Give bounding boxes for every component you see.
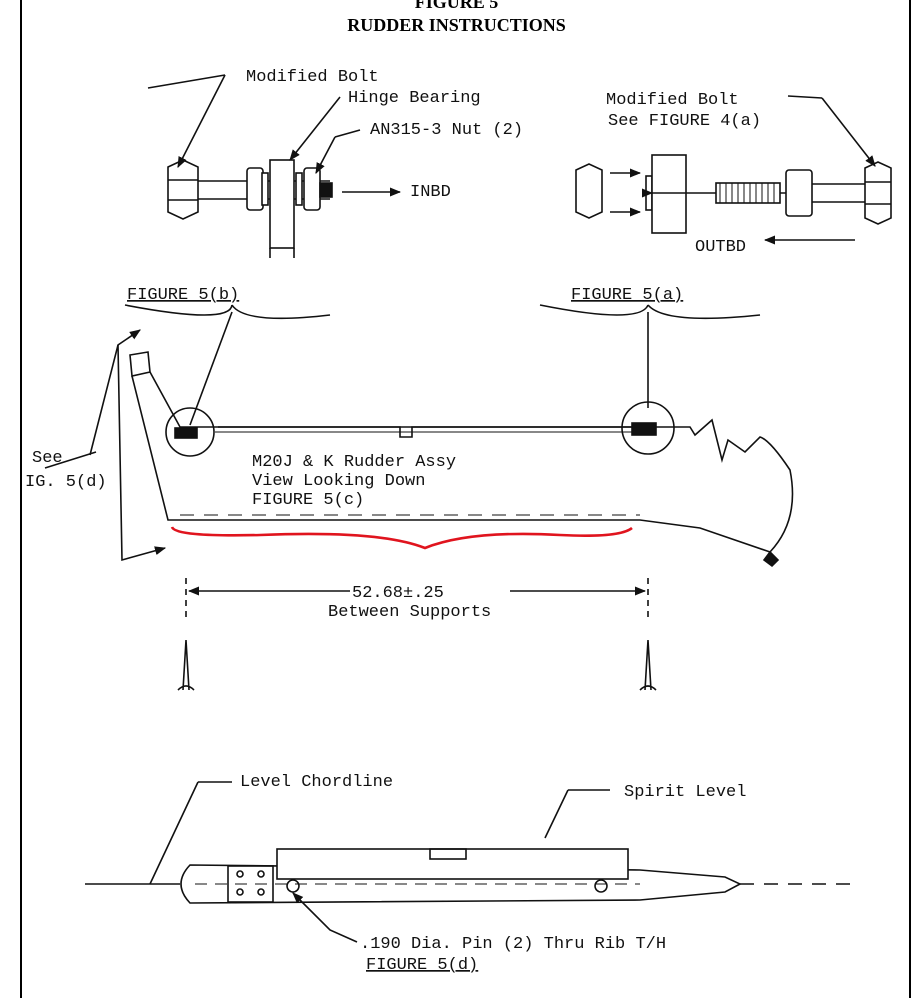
outbd-label: OUTBD bbox=[695, 238, 746, 257]
rudder-assembly bbox=[44, 304, 794, 568]
red-brace-highlight bbox=[170, 526, 633, 550]
figure-5c-label: FIGURE 5(c) bbox=[252, 491, 364, 510]
outboard-bolt-assembly bbox=[575, 95, 892, 245]
brace-fig5a bbox=[539, 304, 649, 316]
hinge-bearing-label: Hinge Bearing bbox=[348, 89, 481, 108]
figure-5a-label: FIGURE 5(a) bbox=[571, 286, 683, 305]
pin-right bbox=[594, 879, 608, 893]
spirit-level bbox=[276, 848, 629, 880]
inbd-label: INBD bbox=[410, 183, 451, 202]
see-figure-4a-label: See FIGURE 4(a) bbox=[608, 112, 761, 131]
level-vial bbox=[429, 848, 467, 860]
washer-exploded bbox=[645, 175, 653, 211]
page-title: RUDDER INSTRUCTIONS bbox=[347, 15, 566, 35]
support-left bbox=[177, 639, 195, 691]
hinge-bearing-exploded bbox=[651, 154, 687, 234]
nut-on-bolt bbox=[785, 169, 813, 217]
inboard-bolt-assembly bbox=[147, 74, 402, 258]
fig-5d-ref-label: IG. 5(d) bbox=[25, 473, 107, 492]
view-looking-down-label: View Looking Down bbox=[252, 472, 425, 491]
hinge-bearing bbox=[269, 159, 295, 249]
detail-circle-5b bbox=[165, 407, 215, 457]
pin-note-label: .190 Dia. Pin (2) Thru Rib T/H bbox=[360, 935, 666, 954]
rib-chord bbox=[180, 864, 742, 904]
modified-bolt-label: Modified Bolt bbox=[246, 68, 379, 87]
modified-bolt-head bbox=[864, 161, 892, 225]
rudder-assy-label: M20J & K Rudder Assy bbox=[252, 453, 456, 472]
spirit-level-assembly bbox=[85, 781, 860, 943]
level-chordline-label: Level Chordline bbox=[240, 773, 393, 792]
washer-left bbox=[261, 172, 269, 206]
detail-circle-5a bbox=[621, 401, 675, 455]
bolt-head bbox=[167, 159, 199, 220]
pin-left bbox=[286, 879, 300, 893]
dimension-value: 52.68±.25 bbox=[352, 584, 444, 603]
nut-exploded bbox=[575, 163, 603, 219]
spirit-level-label: Spirit Level bbox=[624, 783, 746, 802]
modified-bolt-right-label: Modified Bolt bbox=[606, 91, 739, 110]
dimension-between-supports bbox=[177, 578, 657, 691]
figure-5d-label: FIGURE 5(d) bbox=[366, 956, 478, 975]
washer-right bbox=[295, 172, 303, 206]
tip-cap bbox=[129, 351, 151, 377]
nut-right bbox=[303, 167, 321, 211]
see-label: See bbox=[32, 449, 63, 468]
attachment-plate bbox=[227, 865, 274, 903]
brace-fig5b bbox=[124, 304, 233, 316]
figure-5b-label: FIGURE 5(b) bbox=[127, 286, 239, 305]
nut-label: AN315-3 Nut (2) bbox=[370, 121, 523, 140]
figure-number: FIGURE 5 bbox=[414, 0, 499, 12]
nut-left bbox=[246, 167, 264, 211]
between-supports-label: Between Supports bbox=[328, 603, 491, 622]
support-right bbox=[639, 639, 657, 691]
page-border bbox=[20, 0, 911, 998]
